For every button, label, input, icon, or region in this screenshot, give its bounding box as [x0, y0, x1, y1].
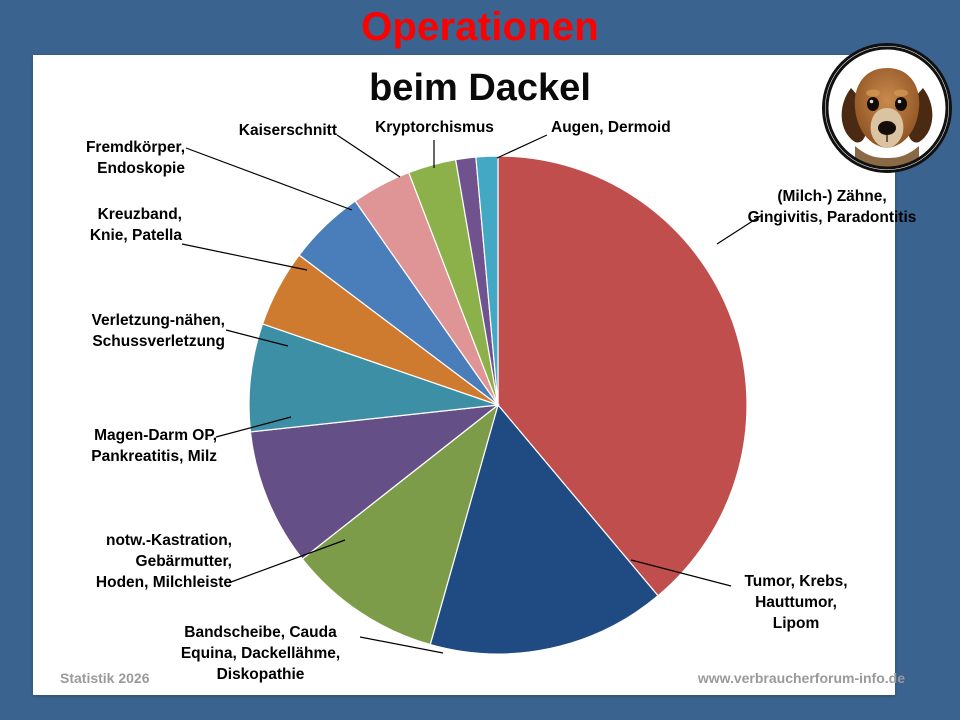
dog-portrait-image: [825, 46, 949, 170]
pie-slice[interactable]: Augen, Dermoid: [475, 155, 499, 406]
pie-slice[interactable]: Magen-Darm OP, Pankreatitis, Milz: [248, 323, 499, 433]
label-bandscheibe: Bandscheibe, Cauda Equina, Dackellähme, …: [180, 624, 341, 683]
leader-verletzung: [225, 329, 289, 347]
leader-kaiserschnitt: [336, 134, 401, 178]
pie-slice[interactable]: Tumor, Krebs, Hauttumor, Lipom: [429, 403, 659, 655]
footer-statistik: Statistik 2026: [60, 670, 150, 686]
label-kryptorchismus: Kryptorchismus: [375, 119, 494, 136]
page-title: Operationen: [361, 5, 599, 49]
pie-slice[interactable]: notw.-Kastration, Gebärmutter, Hoden, Mi…: [249, 404, 501, 560]
pie-slice[interactable]: (Milch-) Zähne, Gingivitis, Paradontitis: [497, 155, 748, 597]
label-kreuzband: Kreuzband, Knie, Patella: [89, 206, 182, 244]
label-kaiserschnitt: Kaiserschnitt: [238, 122, 337, 139]
label-verletzung: Verletzung-nähen, Schussverletzung: [91, 312, 226, 350]
leader-kastration: [230, 539, 346, 583]
leader-zaehne: [716, 214, 763, 245]
leader-lines: [181, 134, 763, 654]
pie-slice[interactable]: Bandscheibe, Cauda Equina, Dackellähme, …: [301, 403, 500, 646]
leader-bandscheibe: [359, 636, 444, 654]
leader-magendarm: [215, 416, 292, 438]
label-fremdkoerper: Fremdkörper, Endoskopie: [85, 139, 185, 177]
pie-slices: (Milch-) Zähne, Gingivitis, Paradontitis…: [248, 155, 748, 655]
label-tumor: Tumor, Krebs, Hauttumor, Lipom: [744, 573, 848, 632]
label-zaehne: (Milch-) Zähne, Gingivitis, Paradontitis: [747, 188, 917, 226]
label-augen: Augen, Dermoid: [551, 119, 671, 136]
leader-kreuzband: [181, 243, 308, 271]
leader-tumor: [630, 559, 732, 587]
label-kastration: notw.-Kastration, Gebärmutter, Hoden, Mi…: [95, 532, 232, 591]
footer-website: www.verbraucherforum-info.de: [697, 670, 905, 686]
label-magendarm: Magen-Darm OP, Pankreatitis, Milz: [91, 427, 217, 465]
leader-fremdkoerper: [185, 147, 353, 211]
dackel-photo-avatar: [822, 43, 952, 173]
page-subtitle: beim Dackel: [369, 67, 591, 109]
leader-augen: [496, 134, 548, 159]
